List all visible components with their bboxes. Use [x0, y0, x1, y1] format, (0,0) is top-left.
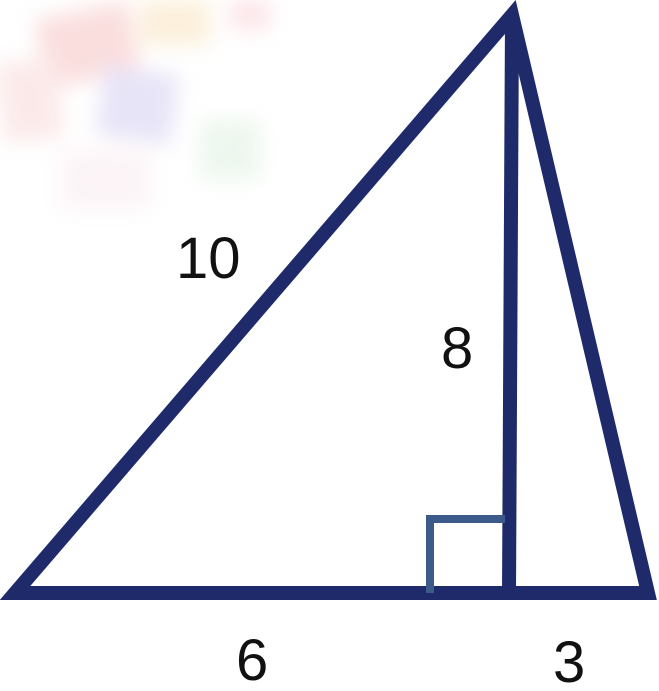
altitude-line — [502, 17, 519, 594]
label-hypotenuse-10: 10 — [176, 226, 241, 291]
label-altitude-8: 8 — [441, 316, 473, 381]
label-base-right-3: 3 — [553, 630, 585, 691]
outer-triangle — [0, 0, 657, 600]
label-base-left-6: 6 — [236, 628, 268, 691]
right-angle-marker — [426, 515, 505, 593]
decorative-background-cubes — [0, 0, 270, 210]
